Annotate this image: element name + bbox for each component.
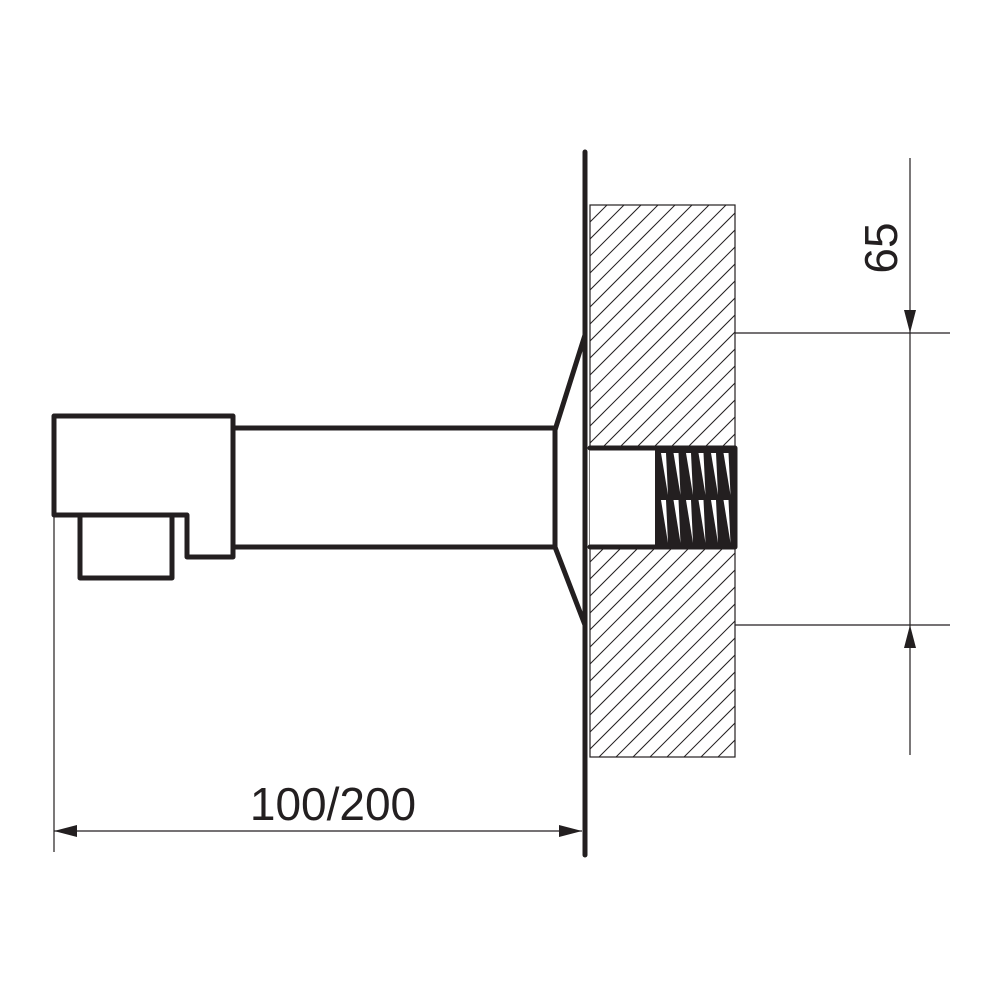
thread-gap <box>723 500 731 543</box>
thread-gap <box>673 453 681 495</box>
arrow-right-icon <box>559 825 582 837</box>
hatch-line <box>590 348 735 495</box>
hatch-line <box>590 263 735 410</box>
thread-gap <box>686 453 693 495</box>
hatch-line <box>704 205 1000 805</box>
hatch-line <box>590 586 735 733</box>
hatch-line <box>806 205 1000 805</box>
arrow-down-icon <box>904 310 916 333</box>
hatch-line <box>590 205 693 308</box>
hatch-line <box>649 671 735 757</box>
thread-gap <box>698 453 706 495</box>
hatch-line <box>590 205 710 325</box>
hatch-line <box>789 205 1000 805</box>
thread-gap <box>673 500 681 543</box>
dimension-length: 100/200 <box>53 515 582 852</box>
thread-gap <box>723 453 731 495</box>
wall-section <box>589 204 1000 805</box>
thread-gap <box>711 500 718 543</box>
hole-outline <box>587 445 738 550</box>
hatch-line <box>590 205 625 240</box>
hatch-line <box>615 637 735 757</box>
hatch-line <box>590 205 659 274</box>
wall-hatching <box>590 205 1000 805</box>
hatch-line <box>590 246 735 393</box>
hatch-line <box>632 654 735 757</box>
arrow-up-icon <box>904 625 916 648</box>
hatch-line <box>590 205 642 257</box>
hatch-line <box>590 552 735 699</box>
hatch-line <box>666 688 735 757</box>
thread-gap <box>698 500 706 543</box>
flange <box>552 332 588 628</box>
hatch-line <box>755 205 1000 805</box>
hatch-line <box>590 280 735 427</box>
hatch-line <box>590 603 735 750</box>
hatch-line <box>590 229 735 376</box>
hatch-line <box>874 205 1000 805</box>
hatch-line <box>840 205 1000 805</box>
thread-block <box>655 450 735 546</box>
hatch-line <box>823 205 1000 805</box>
dimension-offset: 65 <box>735 158 950 755</box>
hatch-line <box>598 620 735 757</box>
hatch-line <box>772 205 1000 805</box>
hatch-line <box>590 297 735 444</box>
dimension-length-label: 100/200 <box>250 778 416 830</box>
hatch-line <box>590 205 727 342</box>
hatch-line <box>590 212 735 359</box>
hatch-line <box>590 205 591 206</box>
thread-gap <box>686 500 693 543</box>
hatch-line <box>590 331 735 478</box>
dimension-offset-label: 65 <box>855 222 907 273</box>
hatch-line <box>721 205 1000 805</box>
thread-lines <box>661 453 731 543</box>
arrow-left-icon <box>54 825 77 837</box>
hatch-line <box>738 205 1000 805</box>
hatch-line <box>590 205 608 223</box>
hatch-line <box>590 569 735 716</box>
threaded-hole <box>587 445 738 550</box>
thread-gap <box>661 500 668 543</box>
hatch-line <box>590 314 735 461</box>
thread-gap <box>661 453 668 495</box>
thread-gap <box>711 453 718 495</box>
hatch-line <box>857 205 1000 805</box>
pipe-arm <box>230 425 558 550</box>
shower-nozzle <box>77 512 175 581</box>
